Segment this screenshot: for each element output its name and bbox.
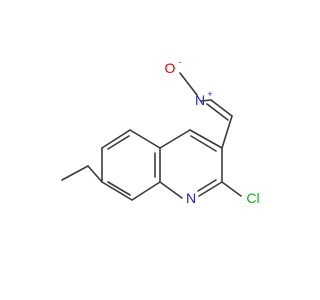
bond-c4a-c4 (159, 129, 191, 149)
charge-label-nitro-oxygen: - (179, 57, 182, 67)
bond-c2-n1 (198, 181, 223, 197)
atom-label-nitro-oxygen: O (165, 60, 176, 76)
ethyl-group (61, 165, 103, 183)
double-bond-vinyl-inner (206, 103, 229, 121)
bond-c4-c3 (189, 129, 223, 149)
bond-c8-c8a (131, 181, 161, 201)
double-bond-inner-c2-n1 (197, 179, 217, 192)
double-bond-vinyl (210, 99, 233, 117)
bond-n1-c8a (159, 181, 183, 199)
molecule-structure: O - N + N Cl (61, 57, 260, 206)
charge-label-nitro-nitrogen: + (207, 89, 212, 99)
atom-label-ring-nitrogen: N (186, 190, 196, 206)
bond-c3-vinyl (221, 115, 233, 149)
benzene-ring (101, 129, 161, 201)
bond-ethyl-ch2 (87, 165, 103, 183)
atom-label-chlorine: Cl (246, 190, 259, 206)
nitrovinyl-group (179, 72, 233, 149)
bond-c5-c6 (101, 129, 131, 149)
double-bond-inner-c7-c8 (107, 181, 131, 196)
atom-label-nitro-nitrogen: N (195, 92, 205, 108)
bond-n-o (179, 72, 198, 96)
bond-vinyl-n (200, 99, 212, 102)
bond-c4a-c5 (129, 129, 161, 149)
pyridine-ring (159, 129, 223, 199)
double-bond-inner-c4-c3 (190, 135, 217, 152)
bond-c7-c8 (101, 181, 133, 201)
bond-c2-cl (221, 181, 242, 197)
double-bond-inner-c5-c6 (107, 135, 130, 150)
bond-ethyl-ch3 (61, 165, 89, 181)
